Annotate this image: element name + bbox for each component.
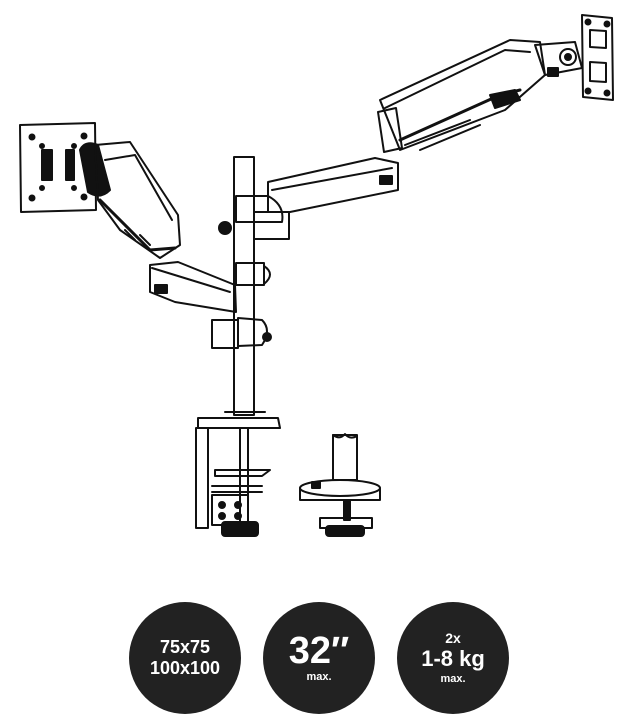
left-vesa-plate <box>19 122 97 213</box>
left-monitor-arm <box>79 141 272 349</box>
grommet-mount <box>299 433 381 537</box>
weight-note: max. <box>440 673 466 685</box>
monitor-count: 2x <box>445 630 461 646</box>
screen-size-note: max. <box>306 671 332 683</box>
vesa-size-small: 75x75 <box>159 637 211 657</box>
load-capacity-badge: 2x 1-8 kg max. <box>397 602 509 714</box>
weight-range: 1-8 kg <box>421 646 485 671</box>
mounting-pole <box>218 156 290 416</box>
max-screen-size: 32″ <box>288 630 350 672</box>
dual-monitor-arm-drawing <box>19 14 614 537</box>
right-vesa-plate <box>581 14 614 101</box>
screen-size-badge: 32″ max. <box>263 602 375 714</box>
vesa-compatibility-badge: 75x75 100x100 <box>129 602 241 714</box>
desk-clamp <box>195 411 281 537</box>
right-monitor-arm <box>267 39 583 213</box>
vesa-size-large: 100x100 <box>149 658 221 678</box>
